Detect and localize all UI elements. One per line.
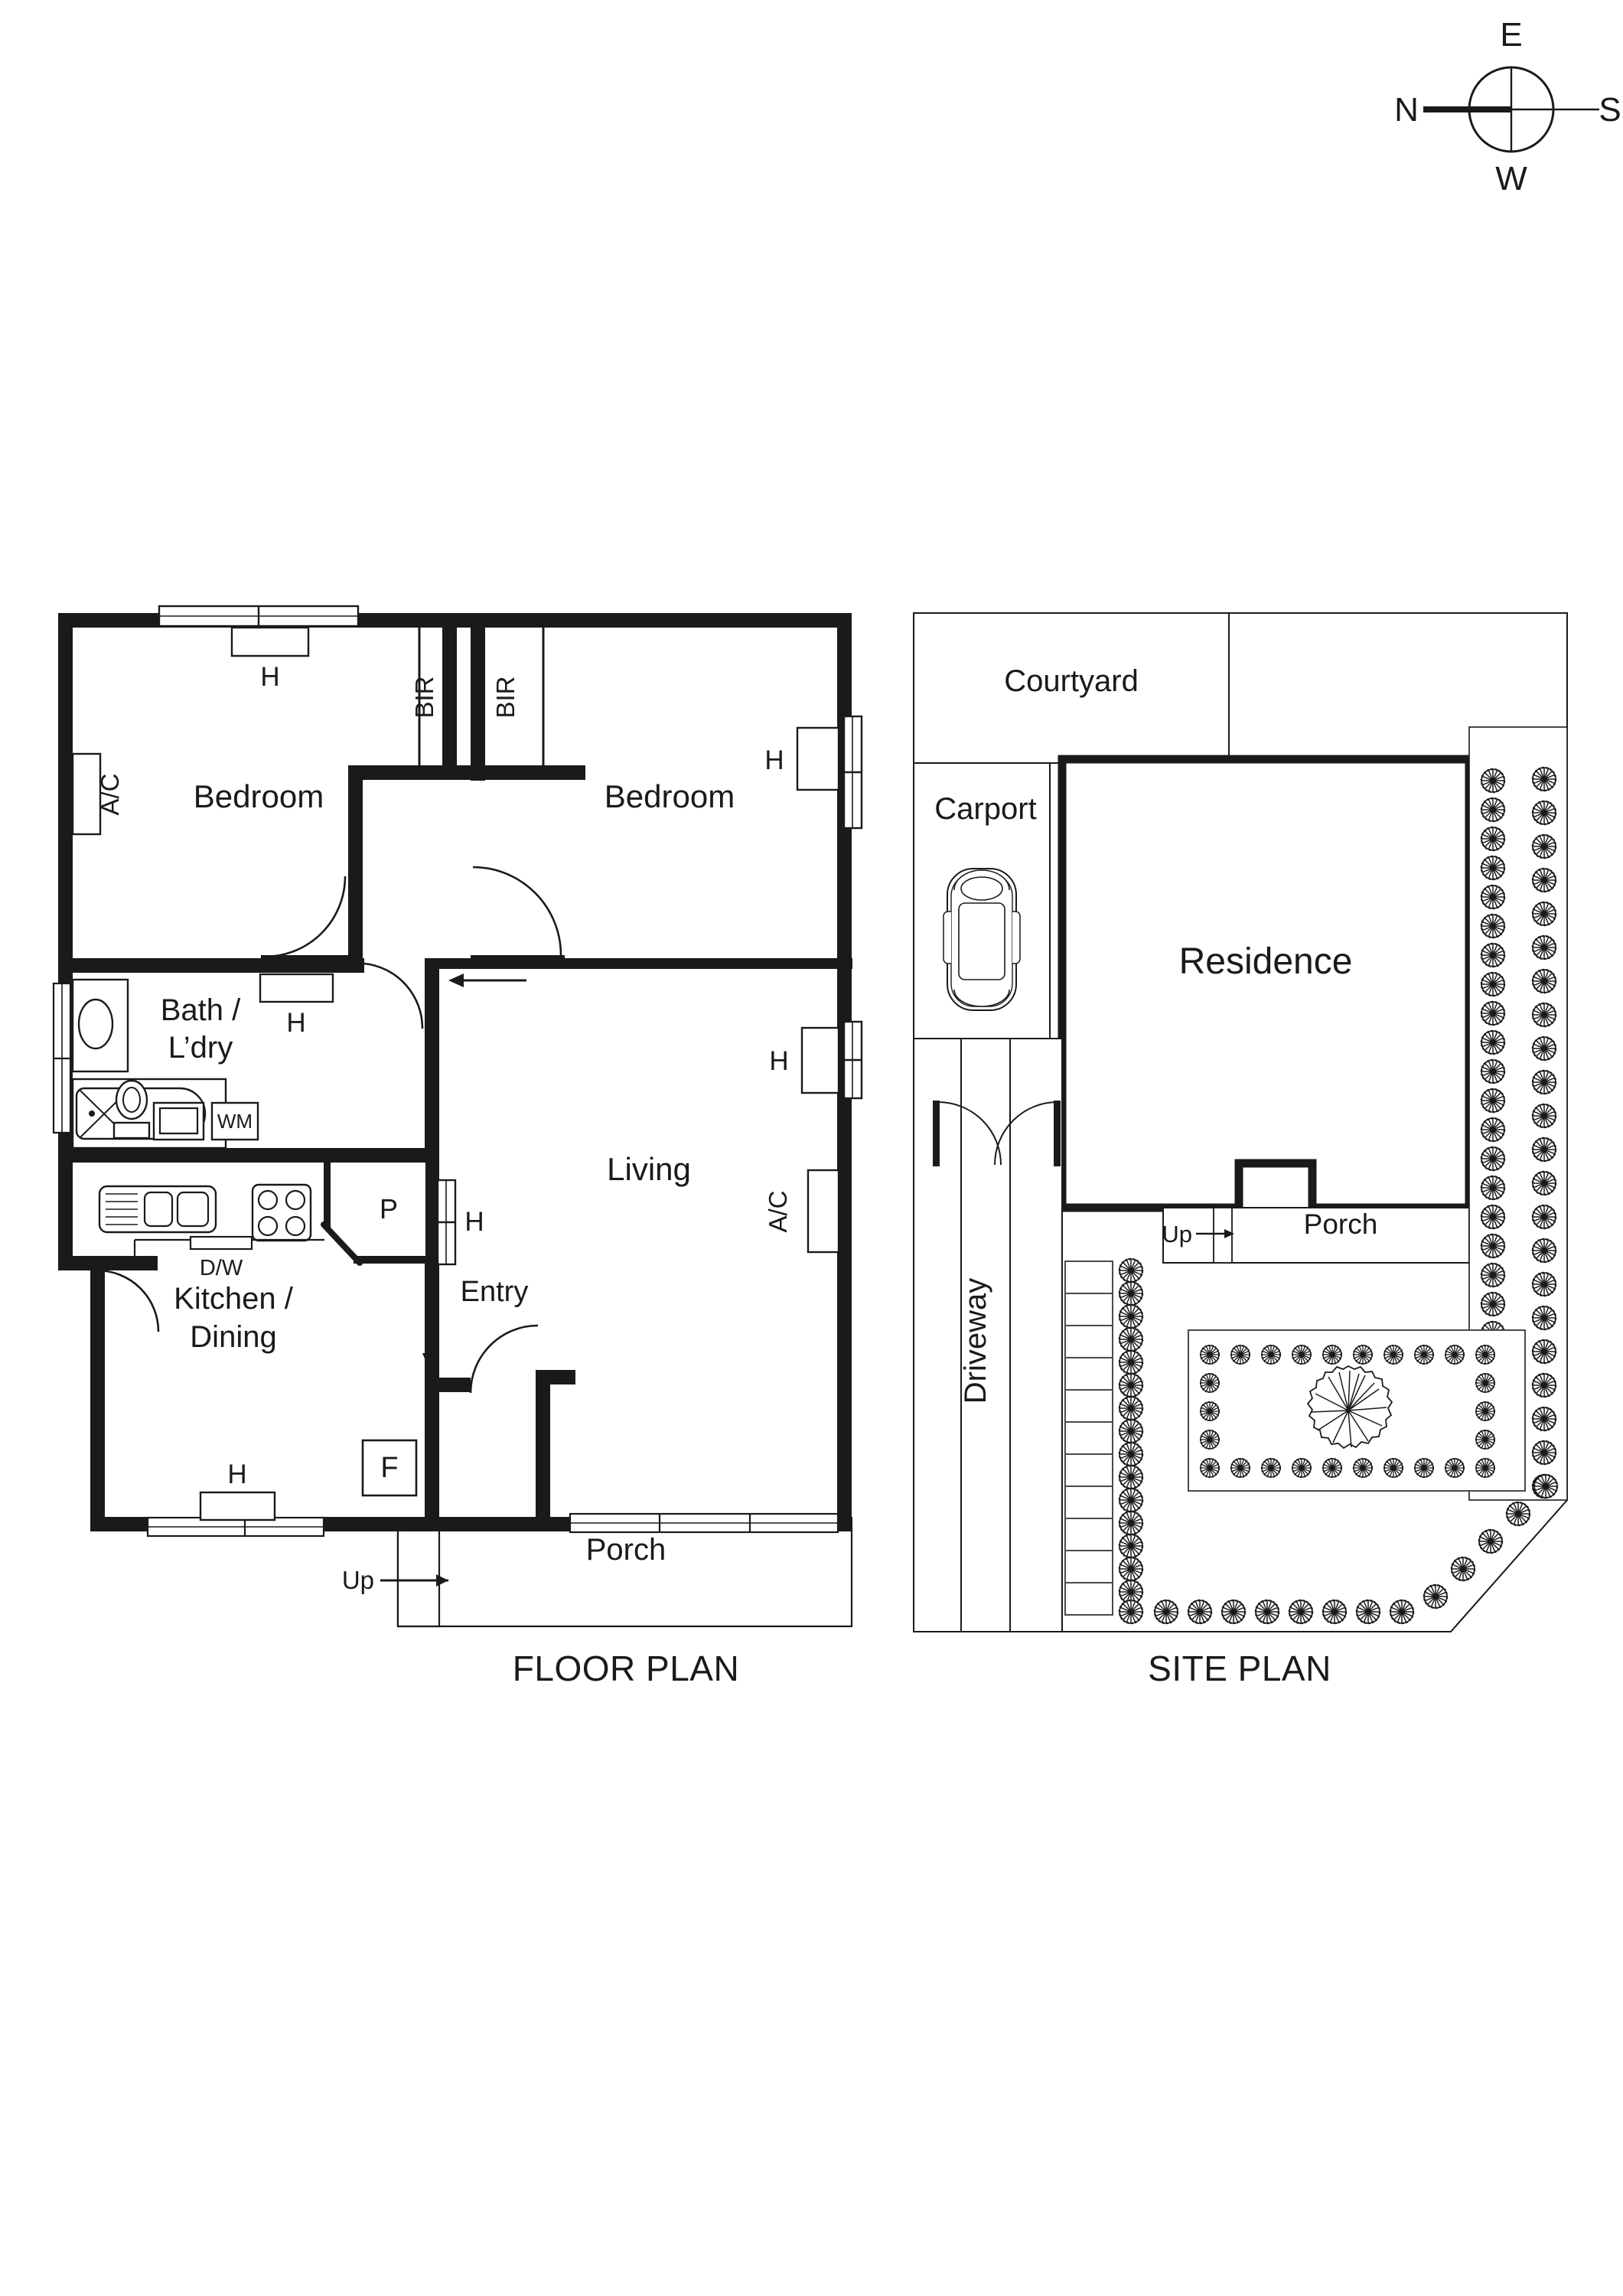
sliding-door-porch xyxy=(569,1512,839,1534)
courtyard-area: Courtyard xyxy=(913,612,1230,764)
heater-bedroom-1: H xyxy=(230,626,310,692)
site-plan-up-label: Up xyxy=(1162,1221,1192,1247)
room-label-living: Living xyxy=(607,1151,691,1187)
site-porch-label: Porch xyxy=(1304,1208,1378,1240)
ac-living: A/C xyxy=(764,1169,840,1254)
vanity-fixture xyxy=(152,1101,205,1141)
floor-plan-step xyxy=(396,1525,441,1628)
window-living-east xyxy=(842,1020,863,1100)
pantry-label: P xyxy=(380,1193,398,1225)
ac-bedroom-1: A/C xyxy=(71,752,124,836)
car-icon xyxy=(943,868,1021,1011)
heater-bedroom-1-label: H xyxy=(260,662,279,692)
room-label-bath-laundry-line2: L’dry xyxy=(168,1031,233,1065)
room-label-entry: Entry xyxy=(461,1276,529,1308)
window-bedroom-2 xyxy=(842,715,863,830)
feature-tree-icon xyxy=(1306,1365,1393,1450)
pavers-strip xyxy=(1064,1261,1113,1616)
compass-rose: E N S W xyxy=(1394,16,1621,197)
residence-area: Residence xyxy=(1058,755,1474,1212)
site-plan-step xyxy=(1196,1207,1234,1264)
kitchen-sink xyxy=(98,1185,217,1234)
entry-arrow xyxy=(422,1270,436,1370)
compass-label-left: N xyxy=(1394,91,1419,129)
hallway-arrow xyxy=(448,974,526,987)
cooktop xyxy=(251,1183,312,1242)
shower-fixture xyxy=(71,978,129,1073)
heater-kitchen-label: H xyxy=(227,1459,246,1489)
room-label-kitchen-line1: Kitchen / xyxy=(174,1282,294,1316)
heater-living-east: H xyxy=(769,1026,840,1094)
site-plan-group: Courtyard Carport Residence xyxy=(913,612,1568,1688)
heater-bedroom-2: H xyxy=(764,726,840,791)
heater-kitchen: H xyxy=(199,1459,276,1521)
floor-plan-up-label: Up xyxy=(342,1566,374,1594)
bir-right-label: BIR xyxy=(491,676,520,718)
fridge: F xyxy=(361,1439,418,1497)
washing-machine-label: WM xyxy=(217,1110,253,1133)
floor-plan-group: Up xyxy=(52,605,863,1688)
ac-bedroom-1-label: A/C xyxy=(96,773,124,815)
heater-living-east-label: H xyxy=(769,1046,788,1076)
heater-bath: H xyxy=(259,973,334,1038)
toilet-fixture xyxy=(112,1079,151,1140)
dishwasher-label: D/W xyxy=(200,1256,243,1280)
dishwasher: D/W xyxy=(189,1235,253,1280)
courtyard-label: Courtyard xyxy=(1004,664,1139,698)
garden-bed xyxy=(1188,1329,1526,1492)
room-label-bedroom-2: Bedroom xyxy=(605,778,735,814)
room-label-bath-laundry-line1: Bath / xyxy=(161,993,241,1027)
fridge-label: F xyxy=(380,1452,398,1484)
room-label-bedroom-1: Bedroom xyxy=(194,778,324,814)
room-label-porch: Porch xyxy=(586,1533,666,1567)
site-porch-area: Porch xyxy=(1162,1207,1470,1264)
residence-label: Residence xyxy=(1179,941,1353,982)
door-kitchen-exterior xyxy=(96,1269,160,1332)
heater-bath-label: H xyxy=(286,1008,305,1038)
ac-living-label: A/C xyxy=(764,1190,792,1232)
heater-bedroom-2-label: H xyxy=(764,745,784,775)
floor-plan-title: FLOOR PLAN xyxy=(513,1649,739,1688)
floor-plan-up-arrow xyxy=(380,1574,448,1587)
door-bath xyxy=(363,962,424,1029)
driveway-label: Driveway xyxy=(959,1278,992,1404)
compass-label-bottom: W xyxy=(1495,160,1527,197)
carport-area: Carport xyxy=(913,762,1051,1039)
compass-label-right: S xyxy=(1599,91,1621,129)
site-plan-title: SITE PLAN xyxy=(1148,1649,1331,1688)
washing-machine: WM xyxy=(210,1101,259,1141)
window-bath xyxy=(52,982,72,1134)
window-bedroom-1 xyxy=(158,605,360,628)
door-entry xyxy=(469,1324,539,1394)
bir-closets: BIR BIR xyxy=(410,628,545,765)
room-label-kitchen-line2: Dining xyxy=(190,1320,276,1354)
door-bedroom-2 xyxy=(471,866,565,963)
driveway-area: Driveway xyxy=(913,1038,1063,1632)
bir-left-label: BIR xyxy=(410,676,438,718)
window-living-entry xyxy=(436,1179,457,1266)
carport-label: Carport xyxy=(934,792,1036,826)
door-bedroom-1 xyxy=(261,876,349,963)
compass-label-top: E xyxy=(1500,16,1522,54)
heater-living-entry-label: H xyxy=(464,1207,484,1237)
